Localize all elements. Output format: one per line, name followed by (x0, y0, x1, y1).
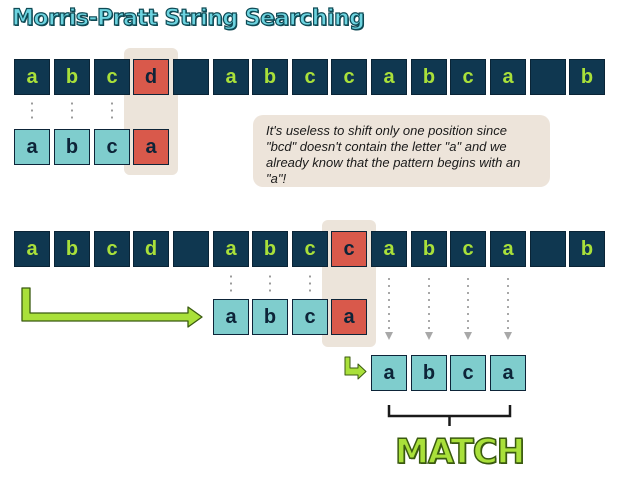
pattern-cell: a (371, 355, 407, 391)
pattern-cell: a (14, 129, 50, 165)
match-bracket (387, 405, 512, 426)
explanation-note: It's useless to shift only one position … (253, 115, 550, 187)
text-cell: a (14, 59, 50, 95)
text-cell: c (292, 59, 328, 95)
alignment-dots (309, 273, 311, 295)
text-cell: b (411, 231, 447, 267)
alignment-dots (230, 273, 232, 295)
text-cell: c (450, 231, 486, 267)
match-label: MATCH (394, 431, 526, 473)
text-cell (173, 231, 209, 267)
text-cell: a (213, 231, 249, 267)
text-cell: a (14, 231, 50, 267)
pattern-cell: c (94, 129, 130, 165)
text-cell: b (411, 59, 447, 95)
pattern-cell: b (252, 299, 288, 335)
pattern-cell-mismatch: a (331, 299, 367, 335)
text-cell: c (331, 59, 367, 95)
text-cell: a (213, 59, 249, 95)
text-cell: d (133, 231, 169, 267)
text-cell (530, 231, 566, 267)
text-cell: a (371, 59, 407, 95)
text-cell: b (252, 231, 288, 267)
alignment-dots (269, 273, 271, 295)
text-cell: b (252, 59, 288, 95)
text-cell-mismatch: c (331, 231, 367, 267)
alignment-dots (31, 100, 33, 122)
text-cell: a (490, 231, 526, 267)
shift-arrow-large-icon (21, 287, 203, 328)
text-cell (530, 59, 566, 95)
pattern-cell: a (490, 355, 526, 391)
text-cell-mismatch: d (133, 59, 169, 95)
alignment-dots (71, 100, 73, 122)
pattern-cell: c (292, 299, 328, 335)
text-cell: b (569, 231, 605, 267)
pattern-cell: b (411, 355, 447, 391)
text-cell: b (54, 231, 90, 267)
text-cell: a (490, 59, 526, 95)
text-cell: a (371, 231, 407, 267)
alignment-dots (111, 100, 113, 122)
pattern-cell: b (54, 129, 90, 165)
text-cell: c (94, 59, 130, 95)
page-title: Morris-Pratt String Searching (11, 5, 365, 31)
text-cell: c (292, 231, 328, 267)
text-cell: c (450, 59, 486, 95)
pattern-cell-mismatch: a (133, 129, 169, 165)
pattern-cell: a (213, 299, 249, 335)
text-cell: c (94, 231, 130, 267)
text-cell (173, 59, 209, 95)
text-cell: b (569, 59, 605, 95)
shift-arrow-small-icon (344, 356, 367, 380)
text-cell: b (54, 59, 90, 95)
pattern-cell: c (450, 355, 486, 391)
